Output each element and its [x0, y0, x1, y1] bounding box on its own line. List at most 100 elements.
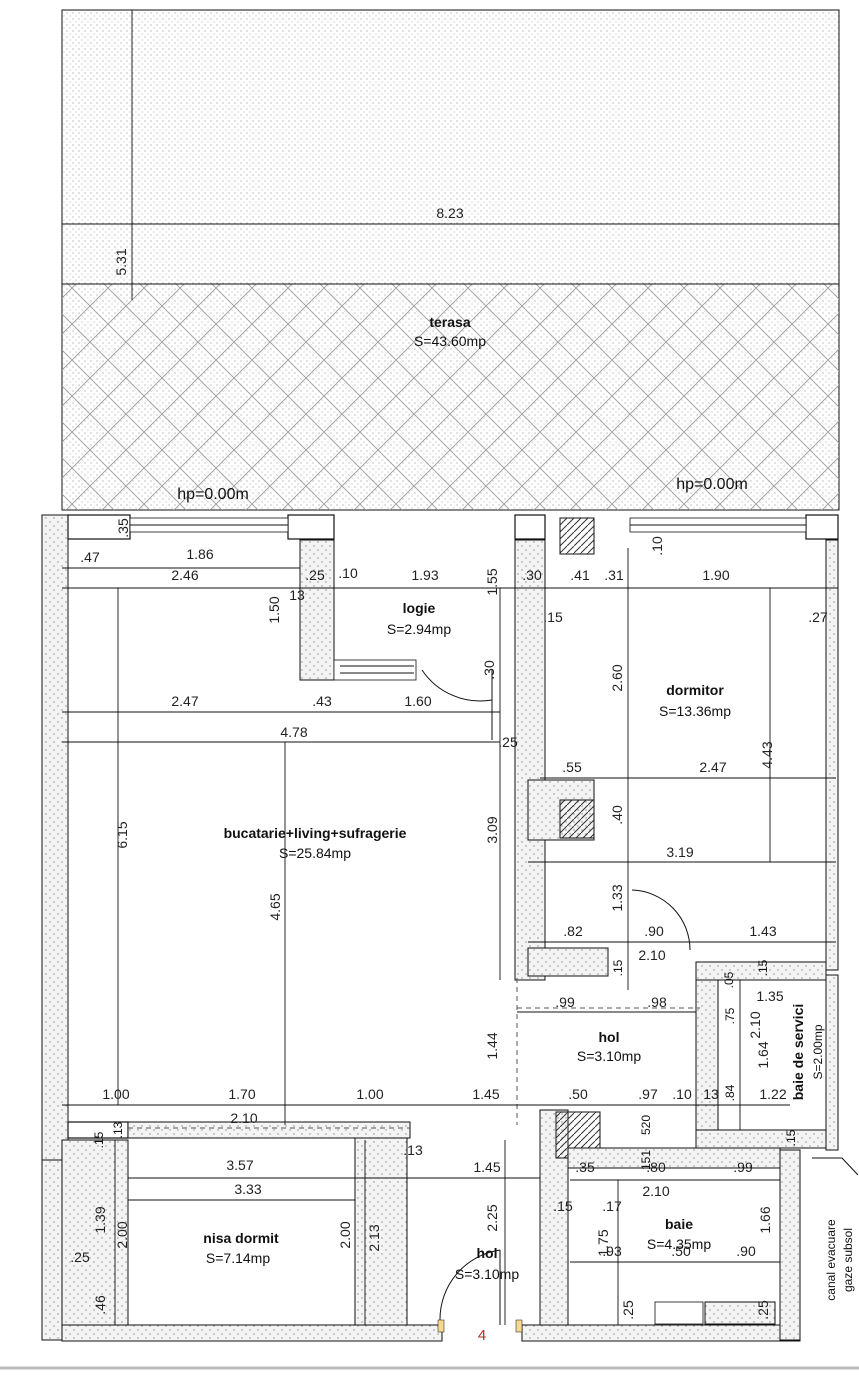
room-area-logie: S=2.94mp — [387, 621, 451, 637]
room-area-dormitor: S=13.36mp — [659, 703, 731, 719]
dim-label: 1.39 — [92, 1206, 108, 1233]
dimension-labels: 8.23 5.31 .35 .47 1.86 2.46 .25 .10 13 1… — [70, 205, 828, 1320]
room-name-baie-servici: baie de servici — [790, 1004, 806, 1101]
dim-label: 1.50 — [266, 596, 282, 623]
room-name-hol-lower: hol — [477, 1245, 498, 1261]
room-labels: terasa S=43.60mp logie S=2.94mp dormitor… — [203, 314, 825, 1282]
dim-label: .15 — [543, 609, 563, 625]
terasa-area — [61, 9, 840, 511]
dim-label: .99 — [555, 994, 575, 1010]
dim-label: .35 — [115, 518, 131, 538]
interior-walls — [61, 517, 827, 1326]
dim-label: 4.65 — [267, 893, 283, 920]
dim-label: .31 — [604, 567, 624, 583]
dim-label: 13 — [703, 1086, 719, 1102]
dim-label: .15 — [611, 959, 625, 976]
dim-label: .30 — [481, 660, 497, 680]
dim-label: .50 — [568, 1086, 588, 1102]
dim-label: 1.70 — [228, 1086, 255, 1102]
room-area-hol-upper: S=3.10mp — [577, 1048, 641, 1064]
dim-label: .25 — [305, 567, 325, 583]
dim-label: .84 — [723, 1084, 737, 1101]
dim-label: 2.10 — [230, 1110, 257, 1126]
dim-label: .80 — [646, 1159, 666, 1175]
note-label: canal evacuare gaze subsol — [824, 1219, 855, 1301]
level-right: hp=0.00m — [676, 476, 748, 493]
dim-label: .40 — [609, 805, 625, 825]
dim-label: .50 — [671, 1243, 691, 1259]
dim-label: .75 — [723, 1007, 737, 1024]
dim-label: 1.64 — [755, 1041, 771, 1068]
dim-label: 1.90 — [702, 567, 729, 583]
dim-label: 1.45 — [473, 1159, 500, 1175]
room-name-baie: baie — [665, 1216, 693, 1232]
dim-label: 1.86 — [186, 546, 213, 562]
dim-label: 1.35 — [756, 988, 783, 1004]
dim-label: .17 — [602, 1198, 622, 1214]
dim-label: .25 — [70, 1249, 90, 1265]
note-line-1: canal evacuare — [824, 1219, 838, 1301]
dim-label: .05 — [722, 971, 736, 988]
dim-label: .41 — [570, 567, 590, 583]
room-area-living: S=25.84mp — [279, 845, 351, 861]
dim-label: 6.15 — [114, 821, 130, 848]
dim-label: .97 — [638, 1086, 658, 1102]
dim-label: 2.00 — [114, 1221, 130, 1248]
exterior-walls — [41, 514, 839, 1342]
dim-label: 4.43 — [759, 741, 775, 768]
dim-label: 1.93 — [411, 567, 438, 583]
dim-label: .30 — [522, 567, 542, 583]
room-area-hol-lower: S=3.10mp — [455, 1266, 519, 1282]
dim-label: 4.78 — [280, 724, 307, 740]
dim-label: .13 — [111, 1121, 125, 1138]
room-area-baie-servici: S=2.00mp — [811, 1024, 825, 1079]
level-left: hp=0.00m — [177, 486, 249, 503]
dim-label: .10 — [338, 565, 358, 581]
dim-label: 1.44 — [484, 1032, 500, 1059]
dim-label: .35 — [575, 1159, 595, 1175]
dim-label: .90 — [736, 1243, 756, 1259]
dim-label: 1.33 — [609, 884, 625, 911]
dim-label: .93 — [602, 1243, 622, 1259]
dim-label: 2.00 — [337, 1221, 353, 1248]
dim-label: 13 — [289, 587, 305, 603]
room-name-terasa: terasa — [429, 314, 470, 330]
dim-label: 1.55 — [484, 568, 500, 595]
dim-label: .43 — [312, 693, 332, 709]
dim-label: .10 — [649, 536, 665, 556]
dim-label: 2.47 — [171, 693, 198, 709]
dim-label: 2.47 — [699, 759, 726, 775]
dim-label: 3.09 — [484, 816, 500, 843]
dim-label: .15 — [756, 959, 770, 976]
dim-label: 3.33 — [234, 1181, 261, 1197]
dim-label: 1.00 — [356, 1086, 383, 1102]
dim-label: .25 — [498, 734, 518, 750]
room-name-hol-upper: hol — [599, 1029, 620, 1045]
dim-label: .13 — [403, 1142, 423, 1158]
dim-label: 2.10 — [642, 1183, 669, 1199]
room-area-terasa: S=43.60mp — [414, 333, 486, 349]
dim-label: .98 — [647, 994, 667, 1010]
room-name-dormitor: dormitor — [666, 682, 724, 698]
dim-label: 3.19 — [666, 844, 693, 860]
entrance-number: 4 — [478, 1327, 486, 1344]
dim-label: 520 — [639, 1115, 653, 1135]
dim-label: .15 — [553, 1198, 573, 1214]
dim-label: .55 — [562, 759, 582, 775]
level-labels: hp=0.00m hp=0.00m — [177, 476, 748, 503]
dim-label: .99 — [733, 1159, 753, 1175]
dim-label: 2.10 — [638, 947, 665, 963]
dim-label: .25 — [620, 1300, 636, 1320]
dim-label: .82 — [563, 923, 583, 939]
dim-label: .90 — [644, 923, 664, 939]
dim-label: 1.60 — [404, 693, 431, 709]
dim-label: 2.13 — [366, 1224, 382, 1251]
dim-label: .15 — [92, 1131, 106, 1148]
room-area-baie: S=4.35mp — [647, 1236, 711, 1252]
dimension-lines — [62, 548, 838, 1325]
note-line-2: gaze subsol — [841, 1228, 855, 1292]
door-swings — [421, 669, 691, 1333]
dim-label: 8.23 — [436, 205, 463, 221]
dim-label: .15 — [784, 1129, 798, 1146]
